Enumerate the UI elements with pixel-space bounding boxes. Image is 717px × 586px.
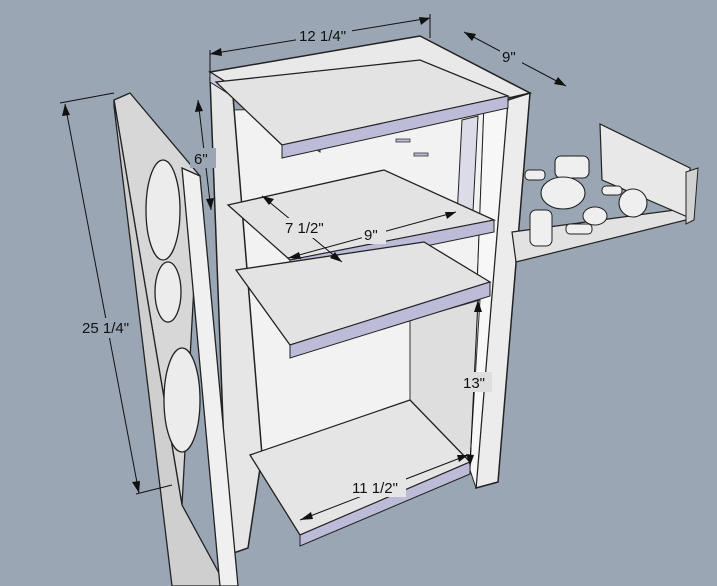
arrowhead [206, 198, 214, 210]
dowel-peg [395, 138, 411, 143]
dimension-labels: 25 1/4" 12 1/4" 9" 6" 7 1/2" 9" 13" 11 1… [80, 26, 522, 497]
label-upper-gap: 6" [194, 151, 208, 168]
coil [618, 188, 648, 218]
arrowhead [62, 104, 70, 116]
crossover-side-wall [685, 167, 699, 225]
capacitor [540, 176, 586, 210]
arrowhead [288, 252, 301, 259]
arrowhead [466, 454, 474, 466]
arrowhead [300, 512, 313, 520]
dowel-peg [413, 152, 429, 157]
shelves [214, 59, 511, 547]
dim-ext [59, 92, 115, 104]
arrowhead [419, 17, 430, 25]
baffle-edge [181, 166, 239, 586]
arrowhead [195, 100, 203, 112]
arrowhead [132, 481, 140, 493]
arrowhead [262, 196, 274, 205]
resistor [601, 185, 623, 196]
woofer-cutout-top [145, 159, 181, 261]
shelf-lower-edge [289, 281, 491, 359]
label-front-height: 25 1/4" [82, 320, 129, 337]
arrowhead [210, 48, 222, 56]
label-shelf-width: 9" [364, 227, 378, 244]
dim-line-front-height [64, 103, 140, 494]
shelf-bottom-edge [299, 461, 471, 547]
resistor [524, 169, 546, 181]
arrowhead [330, 252, 342, 262]
resistor [529, 209, 553, 247]
capacitor [582, 206, 608, 226]
crossover-board [511, 123, 699, 263]
arrowhead [554, 77, 566, 86]
arrowhead [445, 212, 456, 219]
label-shelf-depth: 7 1/2" [285, 220, 324, 237]
arrowhead [474, 300, 482, 312]
arrowhead [464, 32, 476, 41]
label-top-width: 12 1/4" [299, 28, 346, 45]
front-baffle [113, 92, 239, 586]
inductor [554, 155, 590, 179]
arrowheads [62, 17, 566, 520]
label-lower-height: 13" [463, 375, 485, 392]
tweeter-cutout [154, 261, 182, 323]
label-top-depth: 9" [502, 49, 516, 66]
resistor [565, 223, 593, 235]
dim-ext [135, 484, 173, 495]
arrowhead [457, 455, 468, 462]
label-bottom-width: 11 1/2" [352, 480, 398, 497]
woofer-cutout-bottom [163, 347, 201, 453]
shelf-top-edge [281, 95, 509, 159]
